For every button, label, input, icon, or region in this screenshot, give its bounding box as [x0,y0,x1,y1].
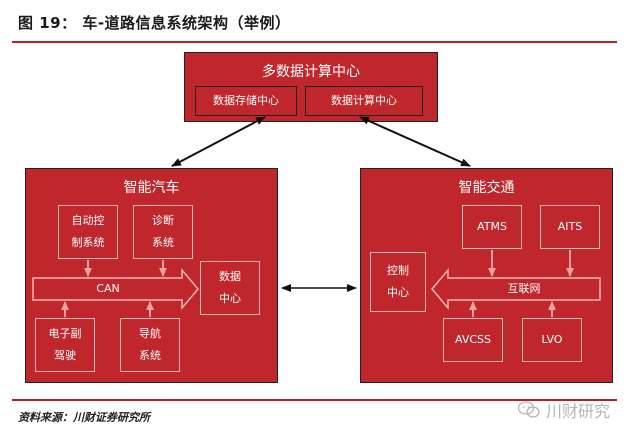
compute-center-box: 多数据计算中心 数据存储中心 数据计算中心 [184,52,438,122]
brand-text: 川财研究 [546,402,611,421]
data-calc-center: 数据计算中心 [305,86,423,116]
auto-control-system: 自动控 制系统 [58,205,118,259]
brand-watermark: 川财研究 [518,398,610,422]
control-center-line1: 控制 [387,264,409,277]
can-label: CAN [96,282,120,295]
internet-label: 互联网 [507,282,541,295]
electronic-copilot-line1: 电子副 [48,327,82,340]
header-rule [12,41,617,43]
data-center-line2: 中心 [219,292,241,305]
atms-box: ATMS [462,205,522,249]
arrow-compute-to-car [171,116,266,167]
compute-center-title: 多数据计算中心 [262,64,360,80]
auto-control-line1: 自动控 [71,214,105,227]
smart-car-title: 智能汽车 [123,180,180,196]
wechat-icon [518,401,540,418]
diagnosis-line2: 系统 [152,236,174,249]
navigation-line2: 系统 [139,349,161,362]
arrow-compute-to-traffic [359,116,471,167]
control-center-line2: 中心 [387,286,409,299]
navigation-line1: 导航 [139,327,161,340]
auto-control-line2: 制系统 [71,236,105,249]
navigation-system: 导航 系统 [120,318,180,372]
control-center: 控制 中心 [370,252,426,312]
electronic-copilot-line2: 驾驶 [54,349,76,362]
data-center-line1: 数据 [219,270,241,283]
electronic-copilot: 电子副 驾驶 [35,318,95,372]
footer-rule [12,399,617,401]
aits-box: AITS [540,205,600,249]
data-center-car: 数据 中心 [200,261,260,315]
figure-title: 图 19： 车-道路信息系统架构（举例） [18,14,291,32]
smart-traffic-title: 智能交通 [458,180,515,196]
diagnosis-system: 诊断 系统 [133,205,193,259]
data-storage-center: 数据存储中心 [195,86,297,116]
diagnosis-line1: 诊断 [152,214,174,227]
source-note: 资料来源：川财证券研究所 [18,411,150,424]
lvo-box: LVO [522,318,582,362]
avcss-box: AVCSS [443,318,503,362]
